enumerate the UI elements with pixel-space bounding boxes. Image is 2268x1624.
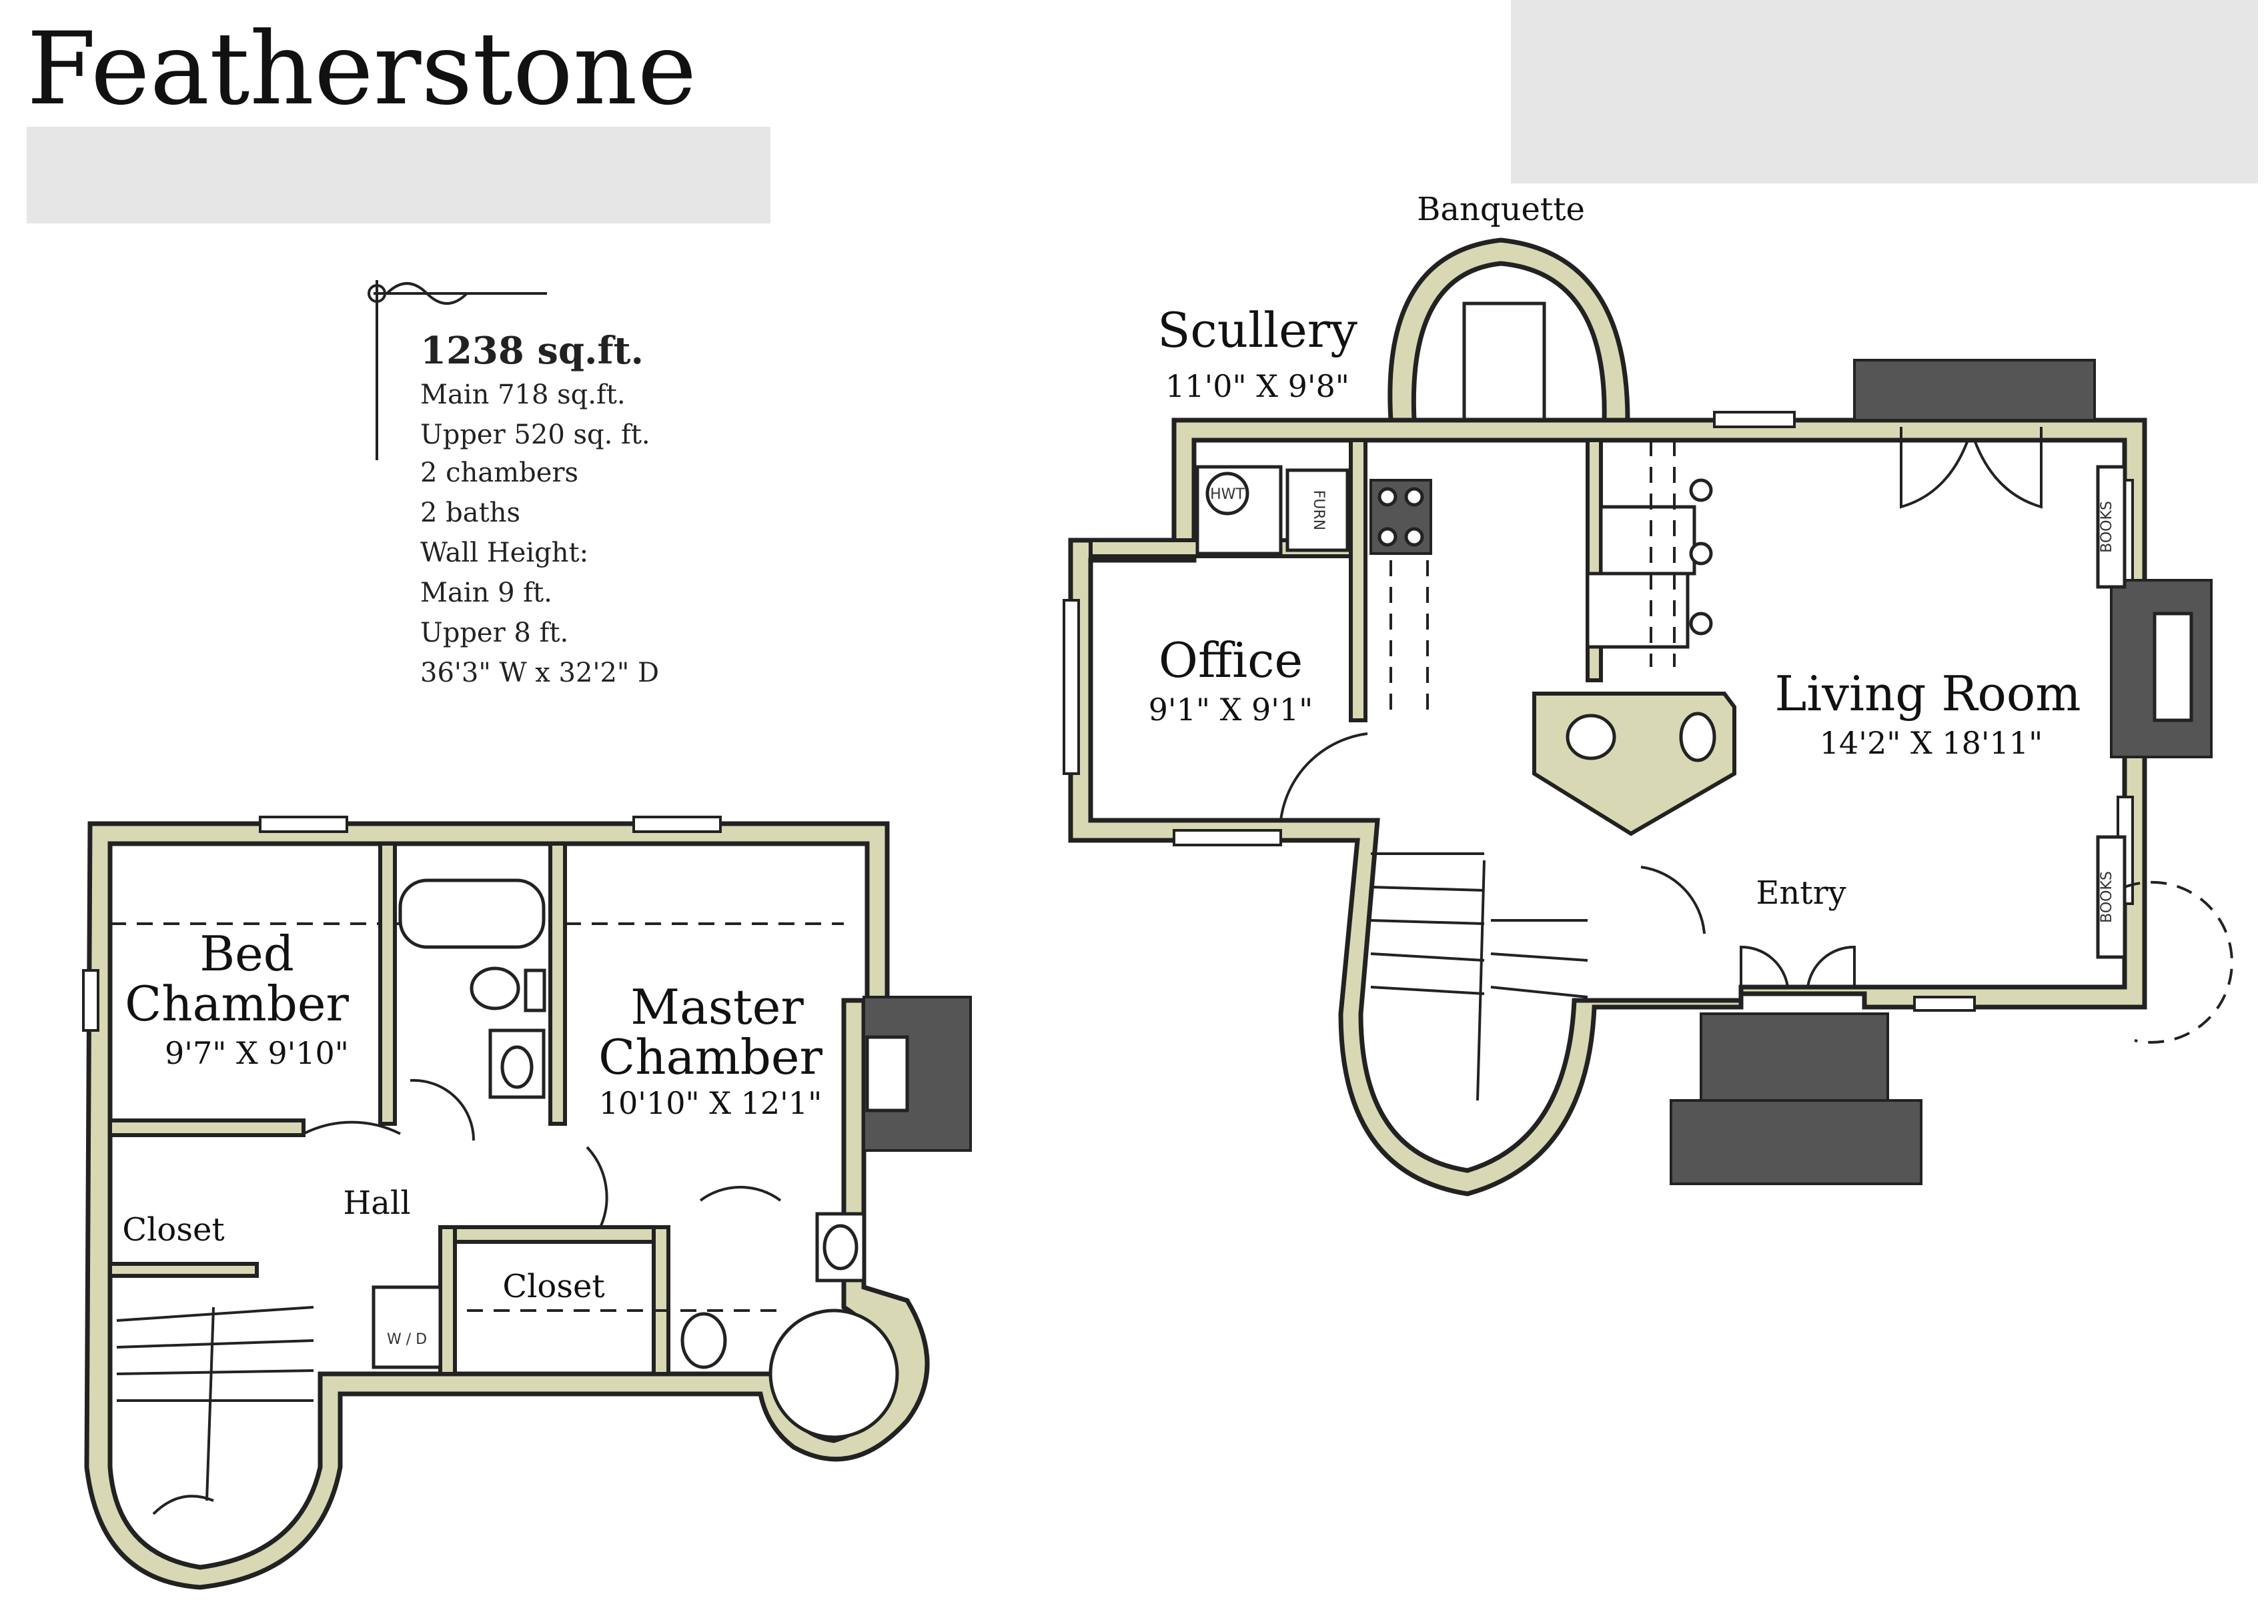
washer-dryer xyxy=(372,1285,442,1369)
living-room-name: Living Room xyxy=(1774,666,2081,722)
flourish-ornament xyxy=(368,280,547,460)
entry-label: Entry xyxy=(1756,874,1846,912)
stat-line-1: Main 718 sq.ft. xyxy=(420,379,626,410)
redacted-block-left xyxy=(27,127,770,223)
stat-line-2: Upper 520 sq. ft. xyxy=(420,420,650,450)
bed-chamber-dims: 9'7" X 9'10" xyxy=(165,1035,349,1071)
redacted-block-right xyxy=(1511,0,2258,183)
main-stair xyxy=(1370,852,1588,1101)
stat-line-6: Main 9 ft. xyxy=(420,578,552,608)
stats-block: 1238 sq.ft. Main 718 sq.ft. Upper 520 sq… xyxy=(420,329,659,688)
closet-center-label: Closet xyxy=(502,1268,604,1305)
master-chamber-name-1: Master xyxy=(630,979,804,1035)
living-room-dims: 14'2" X 18'11" xyxy=(1820,725,2043,761)
office-name: Office xyxy=(1159,632,1303,688)
scullery-name: Scullery xyxy=(1157,302,1357,358)
total-area: 1238 sq.ft. xyxy=(420,329,644,373)
laundry-label: W / D xyxy=(387,1331,427,1348)
main-floor-plan: HWT FURN xyxy=(1063,237,2233,1196)
chimney-top xyxy=(1853,359,2096,422)
stat-line-3: 2 chambers xyxy=(420,458,578,488)
plan-title: Featherstone xyxy=(27,11,696,127)
master-chamber-name-2: Chamber xyxy=(598,1029,822,1085)
upper-stair xyxy=(116,1306,314,1515)
master-tub xyxy=(768,1309,899,1439)
bed-chamber-name-2: Chamber xyxy=(125,976,349,1032)
stat-line-7: Upper 8 ft. xyxy=(420,618,568,648)
books-bottom-label: BOOKS xyxy=(2099,871,2115,923)
books-top-label: BOOKS xyxy=(2099,501,2115,553)
banquette-label: Banquette xyxy=(1417,191,1585,228)
furn-unit xyxy=(1285,468,1349,552)
furn-label: FURN xyxy=(1310,490,1327,531)
hwt-label: HWT xyxy=(1210,486,1245,503)
front-step-upper xyxy=(1700,1012,1889,1102)
hall-label: Hall xyxy=(343,1184,410,1222)
kitchen-sink xyxy=(1586,572,1690,649)
stat-line-5: Wall Height: xyxy=(420,538,588,568)
toilet-upper xyxy=(470,966,520,1010)
bathtub xyxy=(398,878,546,949)
master-chamber-dims: 10'10" X 12'1" xyxy=(599,1085,822,1121)
stat-line-8: 36'3" W x 32'2" D xyxy=(420,658,659,688)
office-dims: 9'1" X 9'1" xyxy=(1149,692,1313,728)
closet-left-label: Closet xyxy=(122,1211,224,1249)
stat-line-4: 2 baths xyxy=(420,498,520,528)
master-toilet xyxy=(680,1312,727,1369)
bed-chamber-name-1: Bed xyxy=(199,926,294,982)
front-step-lower xyxy=(1670,1099,1922,1185)
upper-floor-plan: W / D xyxy=(82,816,972,1590)
scullery-dims: 11'0" X 9'8" xyxy=(1165,368,1349,404)
